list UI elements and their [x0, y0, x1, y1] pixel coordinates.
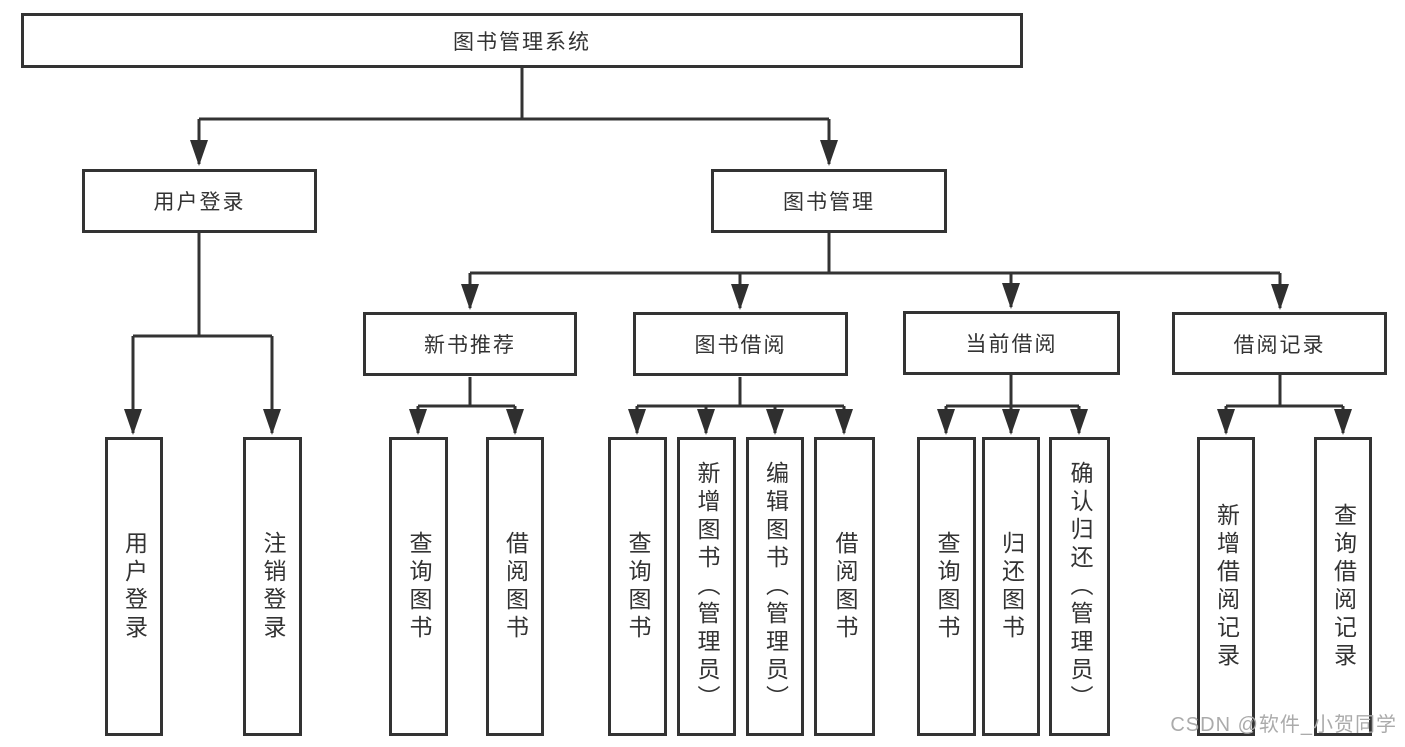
node-user-login: 用户登录: [82, 169, 317, 233]
node-new-book-recommend-label: 新书推荐: [424, 334, 516, 357]
node-root-system: 图书管理系统: [21, 13, 1023, 68]
leaf-query-books-recommend: 查询图书: [389, 437, 448, 736]
node-current-borrow-label: 当前借阅: [965, 333, 1058, 356]
leaf-query-borrow-record: 查询借阅记录: [1314, 437, 1372, 736]
node-book-borrow: 图书借阅: [633, 312, 848, 376]
node-book-borrow-label: 图书借阅: [694, 334, 787, 357]
leaf-logout: 注销登录: [243, 437, 302, 736]
node-borrow-records: 借阅记录: [1172, 312, 1387, 375]
leaf-query-books-borrow: 查询图书: [608, 437, 667, 736]
leaf-borrow-books-recommend: 借阅图书: [486, 437, 544, 736]
node-current-borrow: 当前借阅: [903, 311, 1120, 375]
node-borrow-records-label: 借阅记录: [1233, 333, 1326, 357]
node-book-management: 图书管理: [711, 169, 947, 233]
node-user-login-label: 用户登录: [153, 191, 246, 214]
node-root-label: 图书管理系统: [453, 30, 591, 54]
leaf-add-borrow-record: 新增借阅记录: [1197, 437, 1255, 736]
csdn-watermark: CSDN @软件_小贺同学: [1170, 714, 1397, 736]
leaf-add-books-admin: 新增图书（管理员）: [677, 437, 736, 736]
leaf-edit-books-admin: 编辑图书（管理员）: [746, 437, 804, 736]
leaf-borrow-books: 借阅图书: [814, 437, 875, 736]
leaf-return-books: 归还图书: [982, 437, 1040, 736]
node-book-management-label: 图书管理: [783, 191, 875, 214]
leaf-user-login: 用户登录: [105, 437, 163, 736]
leaf-confirm-return-admin: 确认归还（管理员）: [1049, 437, 1110, 736]
leaf-query-books-current: 查询图书: [917, 437, 976, 736]
node-new-book-recommend: 新书推荐: [363, 312, 577, 376]
